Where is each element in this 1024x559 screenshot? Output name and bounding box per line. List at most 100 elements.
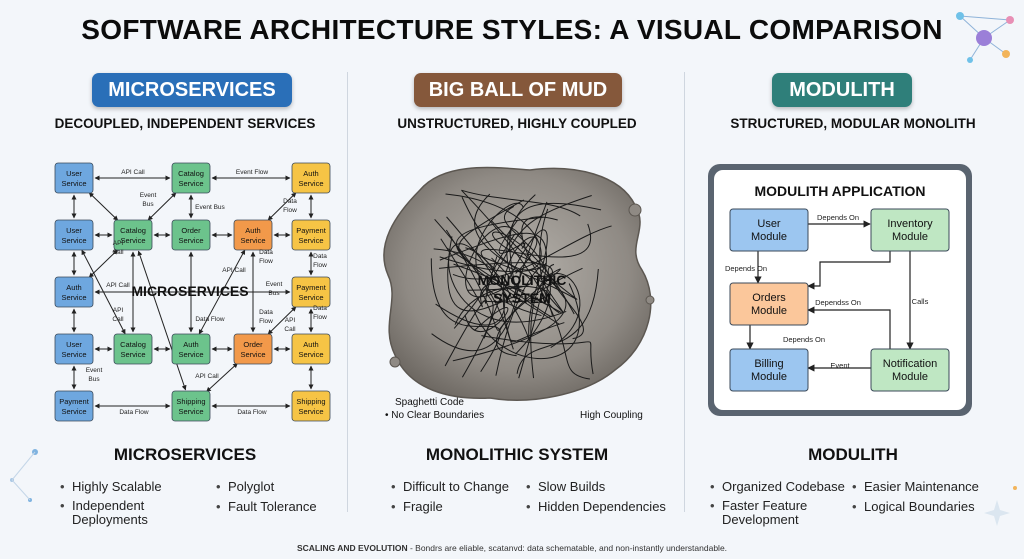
- module-node-box: [729, 282, 809, 326]
- edge-label: Data: [259, 309, 273, 316]
- modulith-subtitle: STRUCTURED, MODULAR MONOLITH: [730, 116, 976, 131]
- service-node-box: [171, 219, 211, 251]
- bullet-item-continued: Deployments: [72, 512, 148, 527]
- edge-label: API Call: [106, 282, 130, 289]
- spaghetti-line: [547, 263, 584, 340]
- bullet-item: Slow Builds: [526, 480, 605, 495]
- service-node-box: [291, 333, 331, 365]
- spaghetti-line: [452, 269, 567, 362]
- spaghetti-line: [503, 205, 551, 355]
- bullet-item: Logical Boundaries: [852, 500, 975, 515]
- modulith-app-title: MODULITH APPLICATION: [754, 183, 925, 199]
- microservices-center-label: MICROSERVICES: [131, 283, 248, 299]
- spaghetti-line: [461, 190, 590, 380]
- edge-label: Bus: [268, 290, 280, 297]
- service-node-label: User: [66, 226, 82, 235]
- edge-label: Flow: [283, 207, 297, 214]
- service-node-label: Payment: [296, 226, 327, 235]
- edge-label: Event: [266, 281, 283, 288]
- service-node-label: Service: [240, 350, 265, 359]
- bullet-item: Hidden Dependencies: [526, 500, 666, 515]
- edge-label: Flow: [259, 318, 273, 325]
- edge-label: Data: [283, 198, 297, 205]
- service-node-label: Auth: [303, 340, 318, 349]
- service-node-label: Service: [61, 407, 86, 416]
- edge-label: Event: [86, 367, 103, 374]
- module-node-box: [729, 208, 809, 252]
- edge-label: Event Flow: [236, 169, 268, 176]
- edge-label: API: [113, 307, 124, 314]
- decorative-dots-icon: [10, 449, 38, 502]
- spaghetti-line: [498, 219, 526, 254]
- service-node-label: Service: [298, 407, 323, 416]
- edge-label: Data Flow: [237, 409, 267, 416]
- edge-label: Call: [284, 326, 296, 333]
- module-edge-label: Dependss On: [815, 298, 861, 307]
- edge-label: API Call: [222, 267, 246, 274]
- column-divider: [347, 72, 348, 512]
- service-edge: [267, 192, 297, 221]
- mud-section-title: MONOLITHIC SYSTEM: [425, 445, 609, 464]
- service-node-label: Auth: [245, 226, 260, 235]
- module-node-box: [870, 348, 950, 392]
- service-node-box: [171, 333, 211, 365]
- mud-note-coupling: High Coupling: [580, 410, 643, 421]
- service-node-box: [54, 219, 94, 251]
- service-node-label: User: [66, 169, 82, 178]
- footer-caption: SCALING AND EVOLUTION - Bondrs are eliab…: [0, 543, 1024, 553]
- edge-label: Data: [259, 249, 273, 256]
- service-node-label: Order: [243, 340, 263, 349]
- spaghetti-line: [465, 226, 523, 298]
- service-node-box: [54, 390, 94, 422]
- service-node-label: Auth: [66, 283, 81, 292]
- spaghetti-line: [431, 268, 522, 352]
- edge-label: Event Bus: [195, 204, 225, 211]
- module-edge-label: Depends On: [817, 213, 859, 222]
- service-node-label: Catalog: [120, 340, 146, 349]
- module-node-label: Module: [892, 231, 928, 243]
- module-node-box: [729, 348, 809, 392]
- service-edge: [198, 249, 246, 335]
- microservices-pill: MICROSERVICES: [92, 73, 292, 107]
- spaghetti-line: [473, 283, 580, 360]
- bullet-item: Highly Scalable: [60, 480, 162, 495]
- module-node-label: Billing: [754, 358, 783, 370]
- service-node-box: [54, 276, 94, 308]
- modulith-section-title: MODULITH: [808, 445, 898, 464]
- spaghetti-line: [448, 243, 567, 323]
- service-node-box: [291, 276, 331, 308]
- edge-label: Call: [112, 316, 124, 323]
- module-node-label: Module: [751, 231, 787, 243]
- spaghetti-line: [496, 268, 561, 357]
- spaghetti-line: [433, 201, 548, 299]
- service-node-box: [54, 333, 94, 365]
- microservices-diagram: UserServiceCatalogServiceAuthServiceUser…: [54, 162, 331, 422]
- service-node-label: Service: [61, 293, 86, 302]
- service-node-box: [171, 162, 211, 194]
- spaghetti-line: [458, 199, 525, 284]
- network-icon: [956, 12, 1014, 63]
- edge-label: Data: [313, 305, 327, 312]
- spaghetti-line: [440, 238, 525, 308]
- module-node-label: Orders: [752, 292, 786, 304]
- edge-label: Flow: [313, 262, 327, 269]
- edge-label: API: [285, 317, 296, 324]
- module-edge-label: Event: [830, 361, 850, 370]
- edge-label: Call: [112, 249, 124, 256]
- mud-subtitle: UNSTRUCTURED, HIGHLY COUPLED: [397, 116, 637, 131]
- service-node-label: Service: [298, 236, 323, 245]
- service-node-box: [171, 390, 211, 422]
- spaghetti-line: [439, 232, 547, 379]
- edge-label: API Call: [121, 169, 145, 176]
- service-node-label: Service: [61, 179, 86, 188]
- spaghetti-line: [464, 307, 509, 333]
- spaghetti-line: [461, 233, 516, 378]
- service-node-label: Catalog: [178, 169, 204, 178]
- service-edge: [267, 306, 297, 335]
- bullet-item: Easier Maintenance: [852, 480, 979, 495]
